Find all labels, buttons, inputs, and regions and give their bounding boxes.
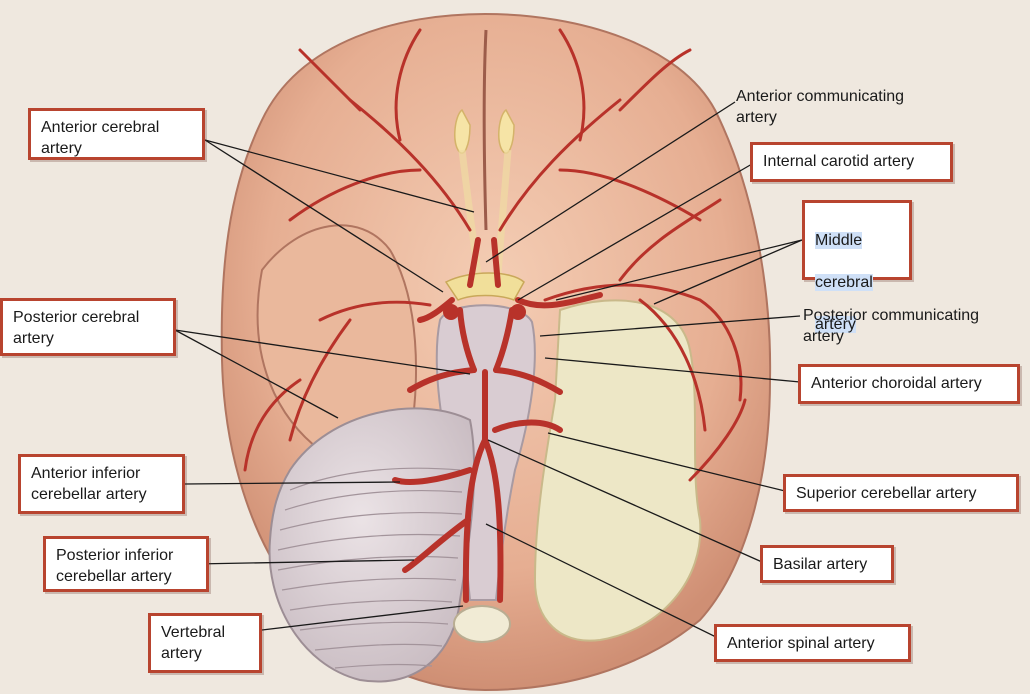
label-posterior-cerebral-artery: Posterior cerebral artery [0,298,176,356]
cortical-arteries [243,28,747,482]
label-middle-cerebral-artery: Middle cerebral artery [802,200,912,333]
label-basilar-artery: Basilar artery [760,545,894,583]
main-arteries [392,237,603,603]
optic-chiasm [444,272,525,301]
leader-lines [174,101,803,639]
label-vertebral-artery: Vertebral artery [148,613,262,673]
label-anterior-cerebral-artery: Anterior cerebral artery [28,108,205,160]
middle-cerebral-line-1: Middle [815,232,863,249]
label-anterior-spinal-artery: Anterior spinal artery [714,624,911,662]
label-superior-cerebellar-artery: Superior cerebellar artery [783,474,1019,512]
olfactory-tract-left [454,108,471,154]
label-posterior-communicating-artery: Posterior communicating artery [803,307,980,345]
label-anterior-choroidal-artery: Anterior choroidal artery [798,364,1020,404]
label-internal-carotid-artery: Internal carotid artery [750,142,953,182]
middle-cerebral-line-2: cerebral [815,274,873,291]
middle-cerebral-line-3: artery [815,316,856,333]
olfactory-tract-right [498,108,515,154]
cerebellum [268,407,476,683]
spinal-cord [453,605,511,643]
right-white-matter [533,299,702,642]
label-posterior-inferior-cerebellar-artery: Posterior inferior cerebellar artery [43,536,209,592]
label-anterior-inferior-cerebellar-artery: Anterior inferior cerebellar artery [18,454,185,514]
longitudinal-fissure [482,29,488,231]
label-anterior-communicating-artery: Anterior communicating artery [736,88,905,126]
cerebellum-folia [277,467,463,669]
